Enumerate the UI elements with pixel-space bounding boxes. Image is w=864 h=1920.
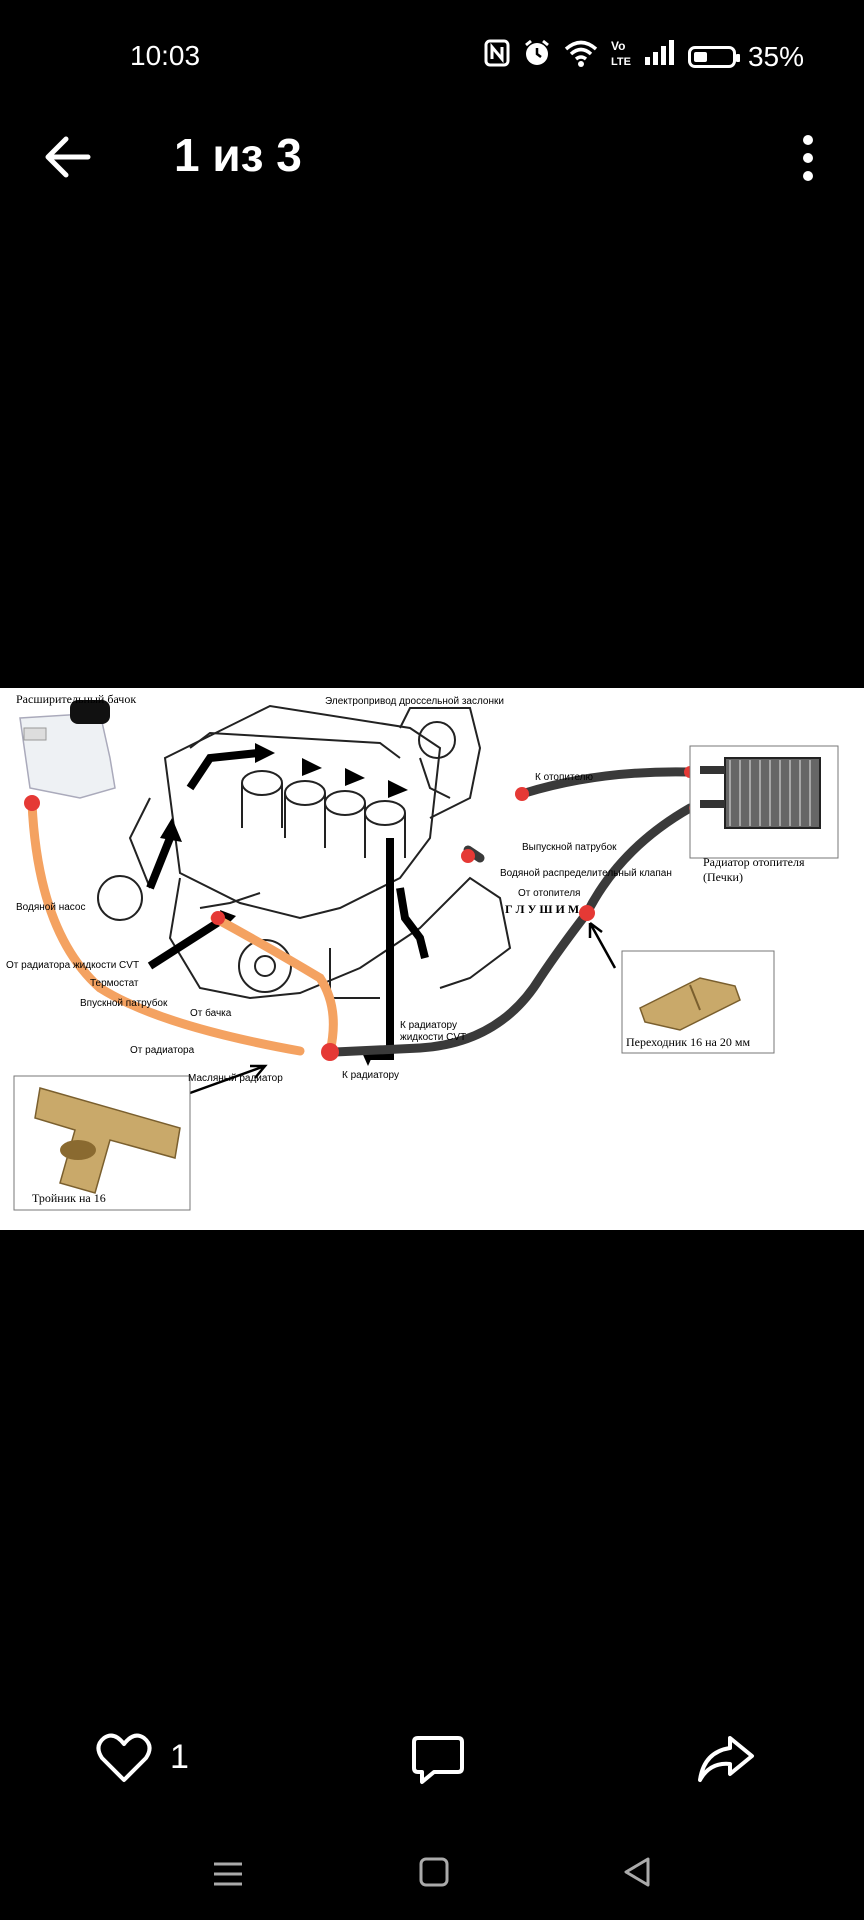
action-bar: 1 bbox=[0, 1700, 864, 1820]
label-to-cvt-2: жидкости CVT bbox=[400, 1032, 466, 1043]
battery-icon bbox=[687, 45, 740, 68]
comment-icon bbox=[412, 1736, 464, 1784]
label-outlet-pipe: Выпускной патрубок bbox=[522, 841, 617, 853]
flow-arrows bbox=[146, 749, 429, 1060]
label-thermostat: Термостат bbox=[90, 978, 139, 989]
battery-percent: 35% bbox=[747, 40, 804, 72]
like-count: 1 bbox=[170, 1738, 189, 1776]
heater-core-picture bbox=[689, 745, 839, 859]
wifi-icon bbox=[564, 39, 598, 74]
label-adapter: Переходник 16 на 20 мм bbox=[626, 1035, 750, 1049]
label-tee: Тройник на 16 bbox=[32, 1191, 106, 1205]
label-from-heater: От отопителя bbox=[518, 888, 580, 899]
label-water-pump: Водяной насос bbox=[16, 902, 85, 913]
home-icon bbox=[419, 1857, 449, 1887]
adapter-picture bbox=[621, 950, 775, 1054]
tank-picture bbox=[19, 700, 116, 799]
label-from-tank: От бачка bbox=[190, 1007, 232, 1019]
back-icon bbox=[624, 1857, 650, 1887]
more-vert-icon bbox=[803, 135, 813, 181]
photo-viewer-image[interactable]: Расширительный бачок Электропривод дросс… bbox=[0, 688, 864, 1230]
tee-picture bbox=[13, 1075, 191, 1211]
system-nav-bar bbox=[0, 1830, 864, 1920]
share-icon bbox=[698, 1736, 754, 1782]
label-heater-core: Радиатор отопителя bbox=[703, 855, 805, 869]
label-throttle: Электропривод дроссельной заслонки bbox=[325, 696, 504, 707]
comment-button[interactable] bbox=[410, 1734, 466, 1786]
like-button[interactable] bbox=[96, 1732, 152, 1784]
page-title: 1 из 3 bbox=[174, 129, 302, 181]
label-to-heater: К отопителю bbox=[535, 772, 594, 783]
label-to-radiator: К радиатору bbox=[342, 1070, 399, 1081]
engine-sketch bbox=[97, 704, 512, 1000]
label-plug: Г Л У Ш И М bbox=[505, 902, 579, 916]
label-valve: Водяной распределительный клапан bbox=[500, 868, 672, 879]
label-from-cvt: От радиатора жидкости CVT bbox=[6, 960, 139, 971]
signal-icon bbox=[644, 39, 676, 74]
label-inlet-pipe: Впускной патрубок bbox=[80, 997, 168, 1009]
nav-back-button[interactable] bbox=[620, 1854, 656, 1890]
back-button[interactable] bbox=[40, 132, 94, 182]
label-from-radiator: От радиатора bbox=[130, 1045, 195, 1056]
nfc-icon bbox=[484, 39, 510, 74]
svg-text:Vo: Vo bbox=[611, 39, 625, 53]
recent-apps-button[interactable] bbox=[210, 1856, 246, 1892]
home-button[interactable] bbox=[416, 1854, 452, 1890]
status-time: 10:03 bbox=[130, 40, 201, 71]
svg-text:LTE: LTE bbox=[611, 56, 631, 68]
more-options-button[interactable] bbox=[778, 130, 838, 186]
label-tank: Расширительный бачок bbox=[16, 692, 136, 706]
viewer-header: 1 из 3 bbox=[0, 110, 864, 200]
recent-apps-icon bbox=[214, 1862, 242, 1886]
label-oil-cooler: Масляный радиатор bbox=[188, 1073, 283, 1084]
cooling-diagram: Расширительный бачок Электропривод дросс… bbox=[6, 692, 839, 1211]
share-button[interactable] bbox=[696, 1734, 756, 1784]
back-arrow-icon bbox=[45, 136, 91, 178]
label-heater-core-2: (Печки) bbox=[703, 870, 743, 884]
alarm-icon bbox=[522, 38, 552, 75]
heart-icon bbox=[96, 1733, 152, 1782]
label-to-cvt: К радиатору bbox=[400, 1020, 457, 1031]
